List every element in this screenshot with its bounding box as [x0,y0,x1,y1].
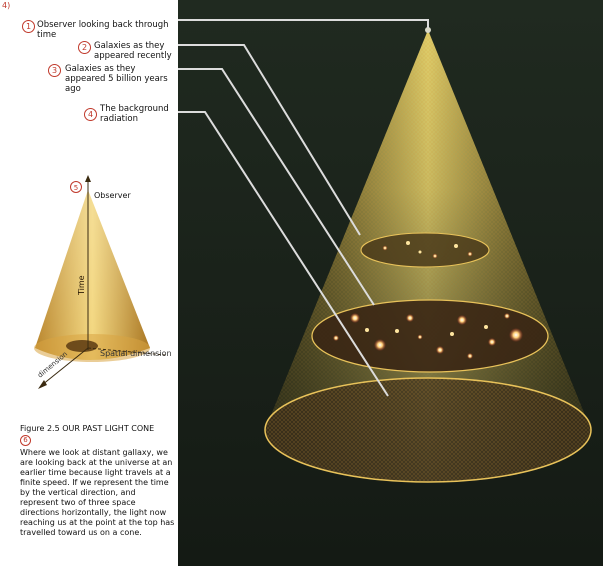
callout-4-number: 4 [84,108,97,121]
callout-3-number: 3 [48,64,61,77]
callout-3-label: Galaxies as they appeared 5 billion year… [65,64,173,94]
callout-4-label: The background radiation [100,104,172,124]
spatial-dimension-label: Spatial dimension [100,349,172,358]
time-label: Time [77,275,86,296]
observer-label: Observer [94,191,131,200]
corner-marker: 4) [2,1,10,10]
figure-caption: Where we look at distant gallaxy, we are… [20,448,175,538]
figure-title: Figure 2.5 OUR PAST LIGHT CONE [20,424,154,433]
main-cone-diagram [178,0,603,566]
callout-2-number: 2 [78,41,91,54]
callout-1-number: 1 [22,20,35,33]
small-cone-diagram: 5 Observer Time Spatial dimension dimens… [0,170,178,410]
left-panel: 4) 1 Observer looking back through time … [0,0,178,566]
callout-2-label: Galaxies as they appeared recently [94,41,176,61]
small-cone-core [66,340,98,352]
callout-1-label: Observer looking back through time [37,20,177,40]
time-axis-arrow [85,175,91,182]
callout-6-number: 6 [20,435,31,446]
callout-5-number: 5 [74,184,78,192]
